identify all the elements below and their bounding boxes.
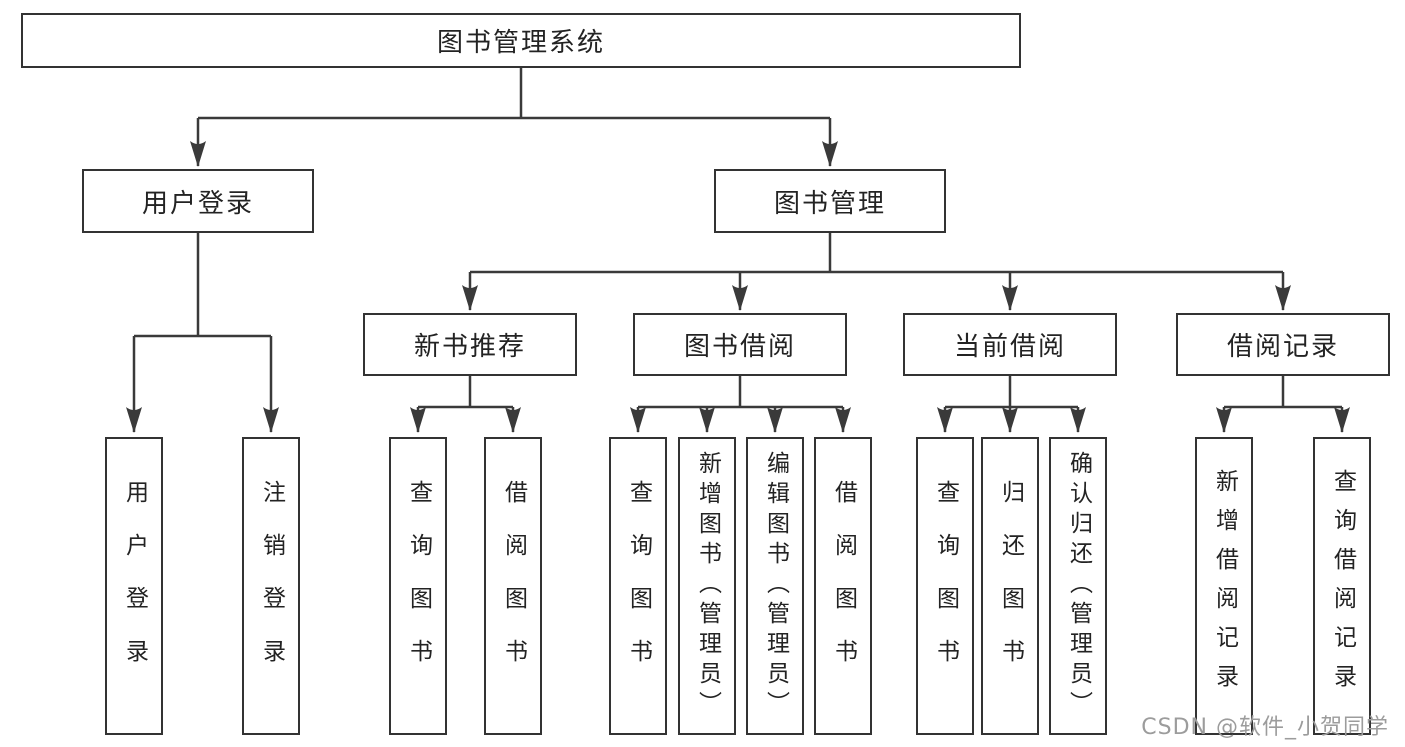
node-label: 查询图书 bbox=[405, 480, 432, 692]
node-label: 查询借阅记录 bbox=[1329, 469, 1356, 703]
node-user-login: 用户登录 bbox=[82, 169, 314, 233]
leaf-return-books: 归还图书 bbox=[981, 437, 1039, 735]
leaf-add-books-admin: 新增图书（管理员） bbox=[678, 437, 736, 735]
node-book-borrowing: 图书借阅 bbox=[633, 313, 847, 376]
leaf-add-borrow-record: 新增借阅记录 bbox=[1195, 437, 1253, 735]
node-borrowing-records: 借阅记录 bbox=[1176, 313, 1390, 376]
node-current-borrowing: 当前借阅 bbox=[903, 313, 1117, 376]
node-label: 确认归还（管理员） bbox=[1065, 451, 1092, 721]
node-label: 查询图书 bbox=[625, 480, 652, 692]
node-label: 借阅图书 bbox=[500, 480, 527, 692]
node-label: 注销登录 bbox=[258, 480, 285, 692]
node-label: 新增借阅记录 bbox=[1211, 469, 1238, 703]
node-label: 归还图书 bbox=[997, 480, 1024, 692]
leaf-query-books-recommend: 查询图书 bbox=[389, 437, 447, 735]
leaf-edit-books-admin: 编辑图书（管理员） bbox=[746, 437, 804, 735]
node-label: 查询图书 bbox=[932, 480, 959, 692]
leaf-borrow-books-recommend: 借阅图书 bbox=[484, 437, 542, 735]
node-label: 当前借阅 bbox=[953, 332, 1066, 362]
leaf-query-books-current: 查询图书 bbox=[916, 437, 974, 735]
node-label: 借阅图书 bbox=[830, 480, 857, 692]
node-new-book-recommendation: 新书推荐 bbox=[363, 313, 577, 376]
node-label: 图书管理系统 bbox=[436, 28, 605, 58]
node-book-management: 图书管理 bbox=[714, 169, 946, 233]
watermark: CSDN @软件_小贺同学 bbox=[1141, 715, 1389, 740]
node-label: 用户登录 bbox=[141, 188, 254, 219]
node-label: 编辑图书（管理员） bbox=[762, 451, 789, 721]
leaf-user-login: 用户登录 bbox=[105, 437, 163, 735]
node-library-management-system: 图书管理系统 bbox=[21, 13, 1021, 68]
leaf-query-borrow-record: 查询借阅记录 bbox=[1313, 437, 1371, 735]
node-label: 新书推荐 bbox=[413, 332, 526, 362]
node-label: 借阅记录 bbox=[1226, 332, 1339, 362]
leaf-confirm-return-admin: 确认归还（管理员） bbox=[1049, 437, 1107, 735]
node-label: 图书管理 bbox=[773, 188, 886, 219]
leaf-query-books-borrowing: 查询图书 bbox=[609, 437, 667, 735]
node-label: 新增图书（管理员） bbox=[694, 451, 721, 721]
leaf-borrow-books-borrowing: 借阅图书 bbox=[814, 437, 872, 735]
node-label: 用户登录 bbox=[121, 480, 148, 692]
node-label: 图书借阅 bbox=[683, 332, 796, 362]
leaf-logout: 注销登录 bbox=[242, 437, 300, 735]
